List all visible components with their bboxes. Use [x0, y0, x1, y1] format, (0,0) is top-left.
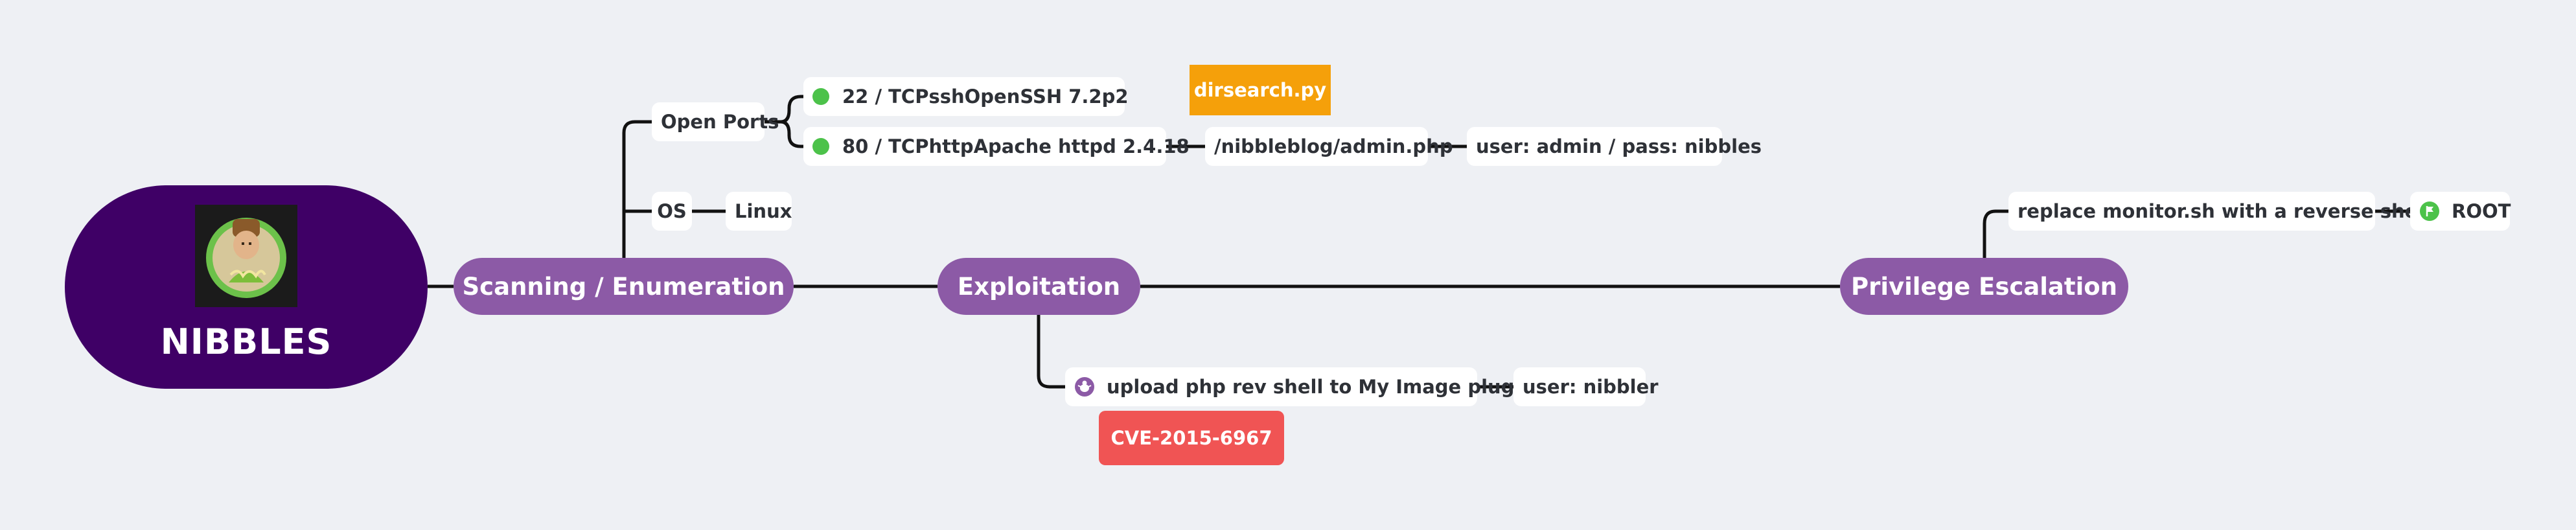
branch-label: Exploitation: [957, 272, 1121, 301]
node-admin-path[interactable]: /nibbleblog/admin.php: [1205, 127, 1453, 166]
nibbles-avatar-image: [195, 205, 297, 307]
port-number: 80 / TCP: [842, 135, 929, 157]
status-green-dot-icon: [812, 138, 829, 155]
branch-privilege-escalation[interactable]: Privilege Escalation: [1840, 258, 2128, 315]
node-port-80[interactable]: 80 / TCP http Apache httpd 2.4.18: [803, 127, 1190, 166]
node-label: Open Ports: [661, 111, 779, 133]
node-open-ports[interactable]: Open Ports: [652, 102, 779, 141]
port-version: OpenSSH 7.2p2: [964, 86, 1129, 108]
node-label: replace monitor.sh with a reverse shell: [2018, 200, 2431, 222]
node-label: OS: [657, 200, 687, 222]
branch-label: Privilege Escalation: [1850, 272, 2118, 301]
branch-exploitation[interactable]: Exploitation: [937, 258, 1140, 315]
status-green-dot-icon: [812, 88, 829, 105]
root-node[interactable]: NIBBLES: [65, 185, 428, 389]
node-label: upload php rev shell to My Image plugin: [1107, 376, 1535, 398]
root-title: NIBBLES: [160, 321, 332, 362]
node-label: /nibbleblog/admin.php: [1214, 135, 1453, 157]
port-service: http: [928, 135, 974, 157]
port-number: 22 / TCP: [842, 86, 929, 108]
tag-cve[interactable]: CVE-2015-6967: [1099, 411, 1284, 465]
node-upload-rev-shell[interactable]: upload php rev shell to My Image plugin: [1065, 367, 1534, 406]
branch-label: Scanning / Enumeration: [462, 272, 785, 301]
node-replace-monitor[interactable]: replace monitor.sh with a reverse shell: [2008, 192, 2430, 231]
tag-label: dirsearch.py: [1193, 79, 1327, 101]
node-credentials[interactable]: user: admin / pass: nibbles: [1467, 127, 1762, 166]
tag-label: CVE-2015-6967: [1110, 427, 1272, 449]
node-user-nibbler[interactable]: user: nibbler: [1513, 367, 1659, 406]
tag-dirsearch[interactable]: dirsearch.py: [1190, 65, 1331, 115]
node-label: Linux: [735, 200, 792, 222]
node-linux[interactable]: Linux: [726, 192, 792, 231]
port-version: Apache httpd 2.4.18: [973, 135, 1190, 157]
node-label: user: nibbler: [1523, 376, 1659, 398]
node-label: user: admin / pass: nibbles: [1476, 135, 1762, 157]
flag-icon: [2420, 202, 2439, 221]
port-service: ssh: [928, 86, 965, 108]
node-root[interactable]: ROOT: [2410, 192, 2511, 231]
bug-icon: [1075, 377, 1094, 397]
node-os[interactable]: OS: [652, 192, 692, 231]
node-label: ROOT: [2452, 200, 2511, 222]
node-port-22[interactable]: 22 / TCP ssh OpenSSH 7.2p2: [803, 77, 1129, 116]
branch-scanning-enumeration[interactable]: Scanning / Enumeration: [454, 258, 794, 315]
